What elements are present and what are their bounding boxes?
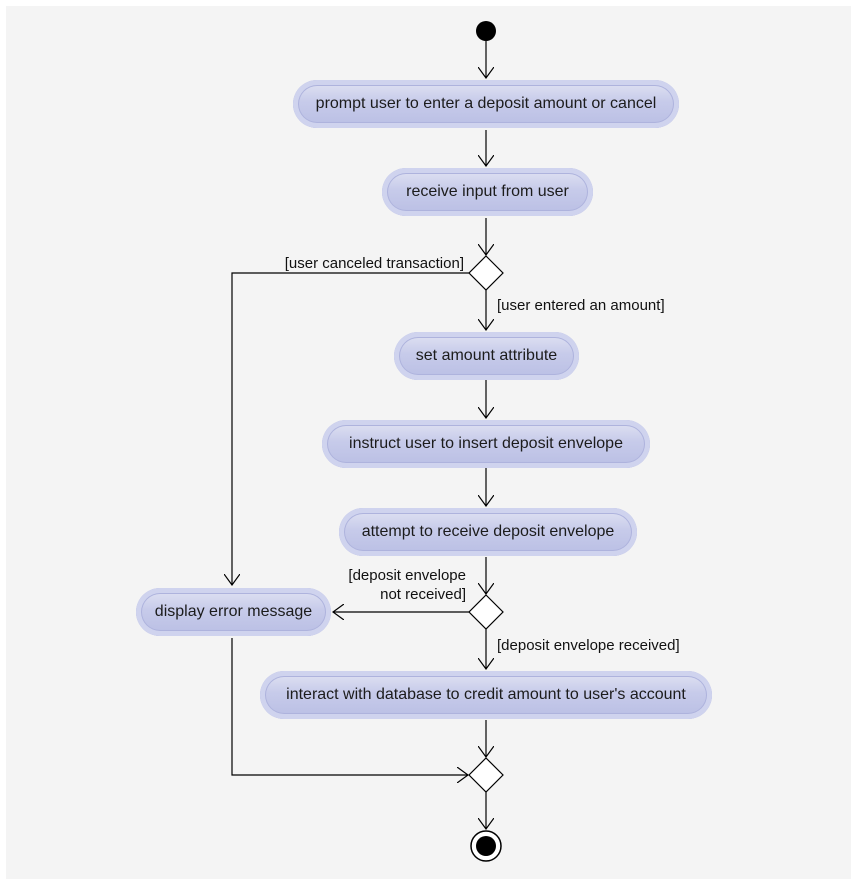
decision-node-amount [468,255,504,291]
guard-not-received-line2: not received] [380,586,466,603]
final-node-inner [476,836,496,856]
guard-envelope-not-received: [deposit envelope not received] [306,566,466,604]
activity-interact-database: interact with database to credit amount … [260,671,712,719]
activity-instruct-user-label: instruct user to insert deposit envelope [349,435,623,452]
activity-display-error: display error message [136,588,331,636]
guard-user-entered: [user entered an amount] [497,296,665,315]
activity-set-amount: set amount attribute [394,332,579,380]
activity-attempt-receive: attempt to receive deposit envelope [339,508,637,556]
diagram-connectors [6,21,504,862]
guard-envelope-received: [deposit envelope received] [497,636,680,655]
activity-display-error-label: display error message [154,603,313,620]
activity-instruct-user: instruct user to insert deposit envelope [322,420,650,468]
activity-prompt-user-label: prompt user to enter a deposit amount or… [315,95,657,112]
activity-attempt-receive-label: attempt to receive deposit envelope [361,523,615,540]
initial-node [476,21,496,41]
activity-receive-input: receive input from user [382,168,593,216]
guard-not-received-line1: [deposit envelope [348,567,466,584]
activity-interact-database-label: interact with database to credit amount … [286,686,686,703]
guard-user-canceled: [user canceled transaction] [274,254,464,273]
guard-user-entered-text: [user entered an amount] [497,297,665,314]
guard-envelope-received-text: [deposit envelope received] [497,637,680,654]
decision-node-envelope [468,594,504,630]
guard-user-canceled-text: [user canceled transaction] [284,255,464,272]
activity-set-amount-label: set amount attribute [415,347,558,364]
activity-prompt-user: prompt user to enter a deposit amount or… [293,80,679,128]
flow-decision1-to-error [232,272,469,585]
activity-receive-input-label: receive input from user [406,183,569,200]
activity-diagram-canvas: prompt user to enter a deposit amount or… [6,6,851,879]
merge-node [468,757,504,793]
flow-error-to-merge [231,638,468,775]
